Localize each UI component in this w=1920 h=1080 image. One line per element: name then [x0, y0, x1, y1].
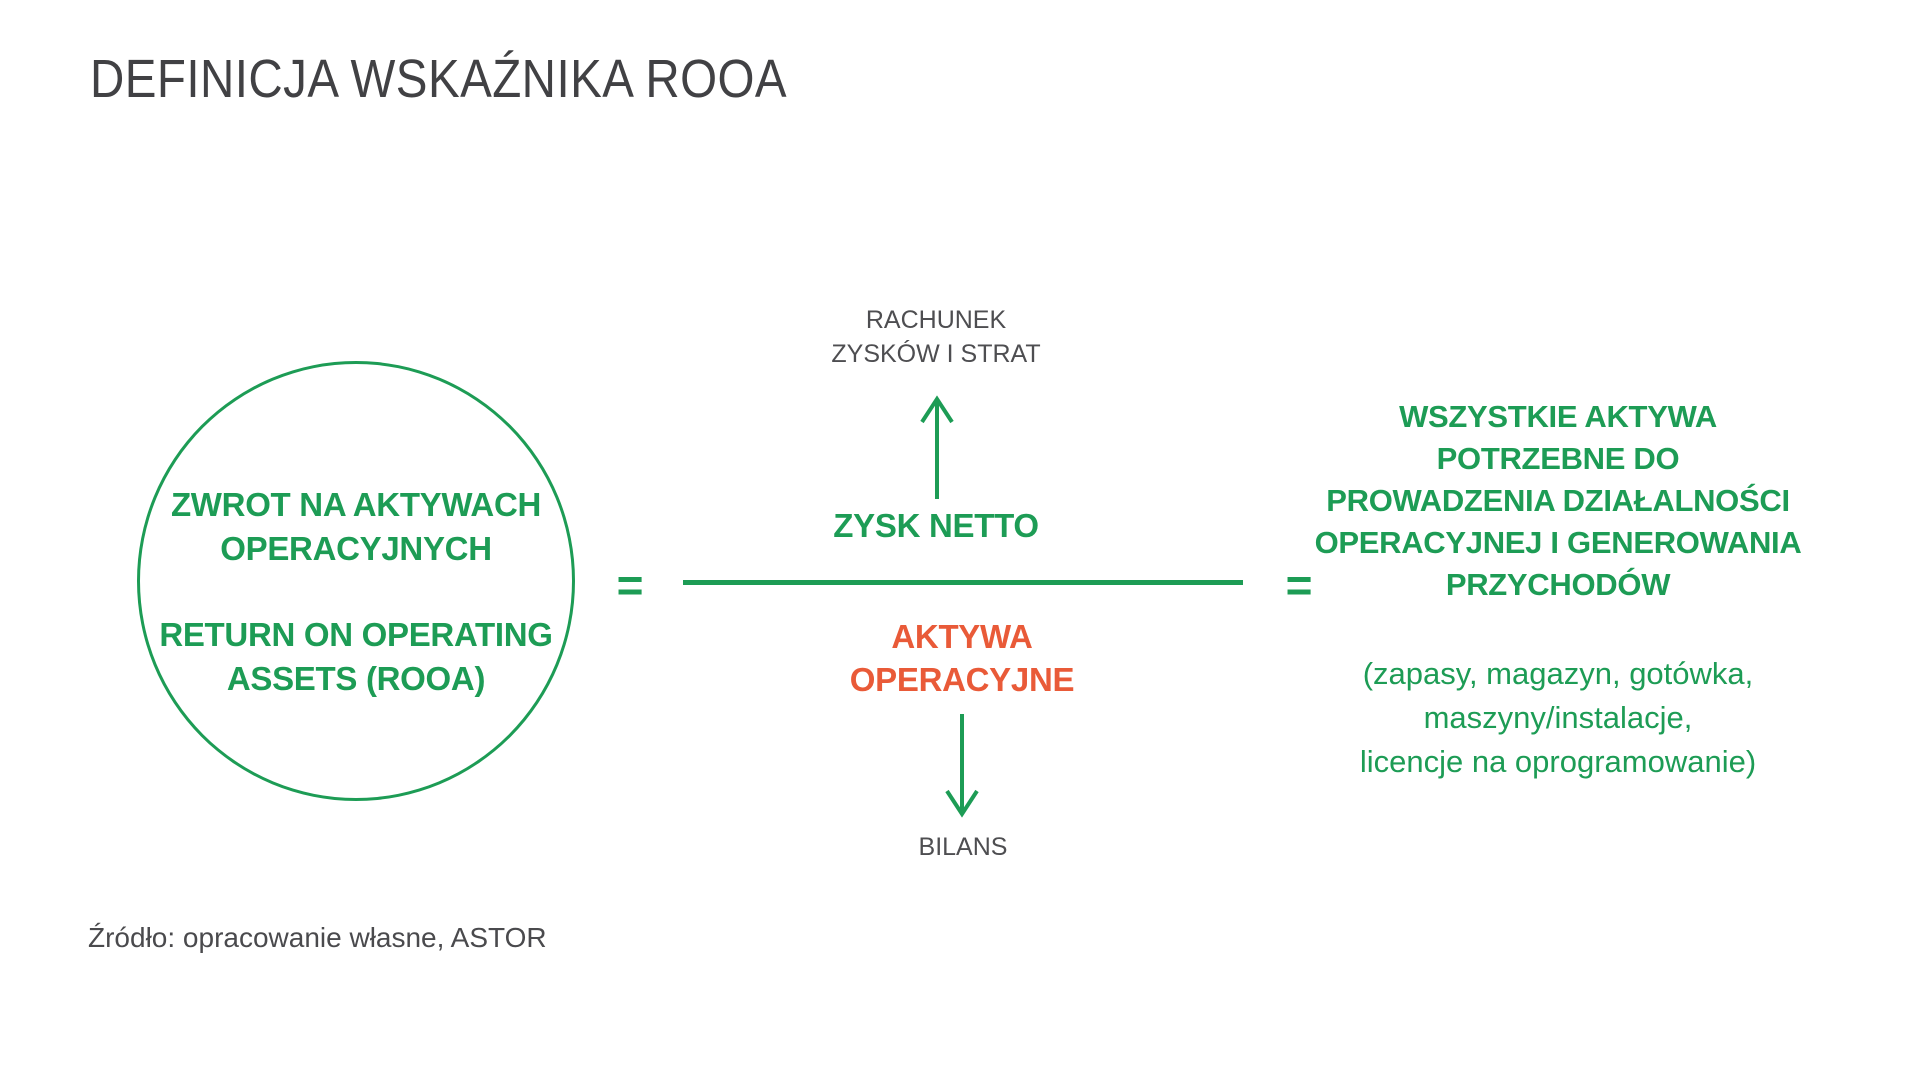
arrow-down-icon [945, 714, 979, 818]
numerator-label: ZYSK NETTO [833, 507, 1039, 544]
denominator-line1: AKTYWA [891, 618, 1033, 655]
rooa-label-polish-line2: OPERACYJNYCH [220, 530, 492, 567]
examples-line3: licencje na oprogramowanie) [1359, 744, 1757, 779]
rooa-label-english-line2: ASSETS (ROOA) [226, 660, 486, 697]
rooa-label-polish: ZWROT NA AKTYWACH OPERACYJNYCH [137, 483, 575, 571]
denominator-label: AKTYWA OPERACYJNE [849, 615, 1075, 701]
rooa-label-english: RETURN ON OPERATING ASSETS (ROOA) [137, 613, 575, 701]
balance-sheet-label: BILANS [918, 833, 1008, 861]
page-title: DEFINICJA WSKAŹNIKA ROOA [90, 49, 788, 109]
income-statement-label: RACHUNEK ZYSKÓW I STRAT [831, 303, 1040, 371]
denominator-line2: OPERACYJNE [849, 661, 1075, 698]
description-line2: POTRZEBNE DO [1436, 441, 1680, 476]
income-statement-line1: RACHUNEK [865, 306, 1007, 334]
operating-assets-description: WSZYSTKIE AKTYWA POTRZEBNE DO PROWADZENI… [1315, 396, 1802, 606]
description-line3: PROWADZENIA DZIAŁALNOŚCI [1326, 483, 1790, 518]
arrow-up-icon [920, 395, 954, 499]
equals-sign-left: = [616, 559, 644, 611]
description-line5: PRZYCHODÓW [1445, 567, 1671, 602]
examples-line1: (zapasy, magazyn, gotówka, [1362, 656, 1754, 691]
rooa-circle-outline [137, 361, 575, 801]
fraction-bar [683, 580, 1243, 585]
examples-line2: maszyny/instalacje, [1423, 700, 1693, 735]
description-line1: WSZYSTKIE AKTYWA [1399, 399, 1717, 434]
equals-sign-right: = [1285, 559, 1313, 611]
source-note: Źródło: opracowanie własne, ASTOR [88, 922, 547, 953]
rooa-label-polish-line1: ZWROT NA AKTYWACH [170, 486, 542, 523]
description-line4: OPERACYJNEJ I GENEROWANIA [1314, 525, 1802, 560]
rooa-label-english-line1: RETURN ON OPERATING [159, 616, 553, 653]
operating-assets-examples: (zapasy, magazyn, gotówka, maszyny/insta… [1360, 652, 1756, 784]
income-statement-line2: ZYSKÓW I STRAT [831, 340, 1041, 368]
